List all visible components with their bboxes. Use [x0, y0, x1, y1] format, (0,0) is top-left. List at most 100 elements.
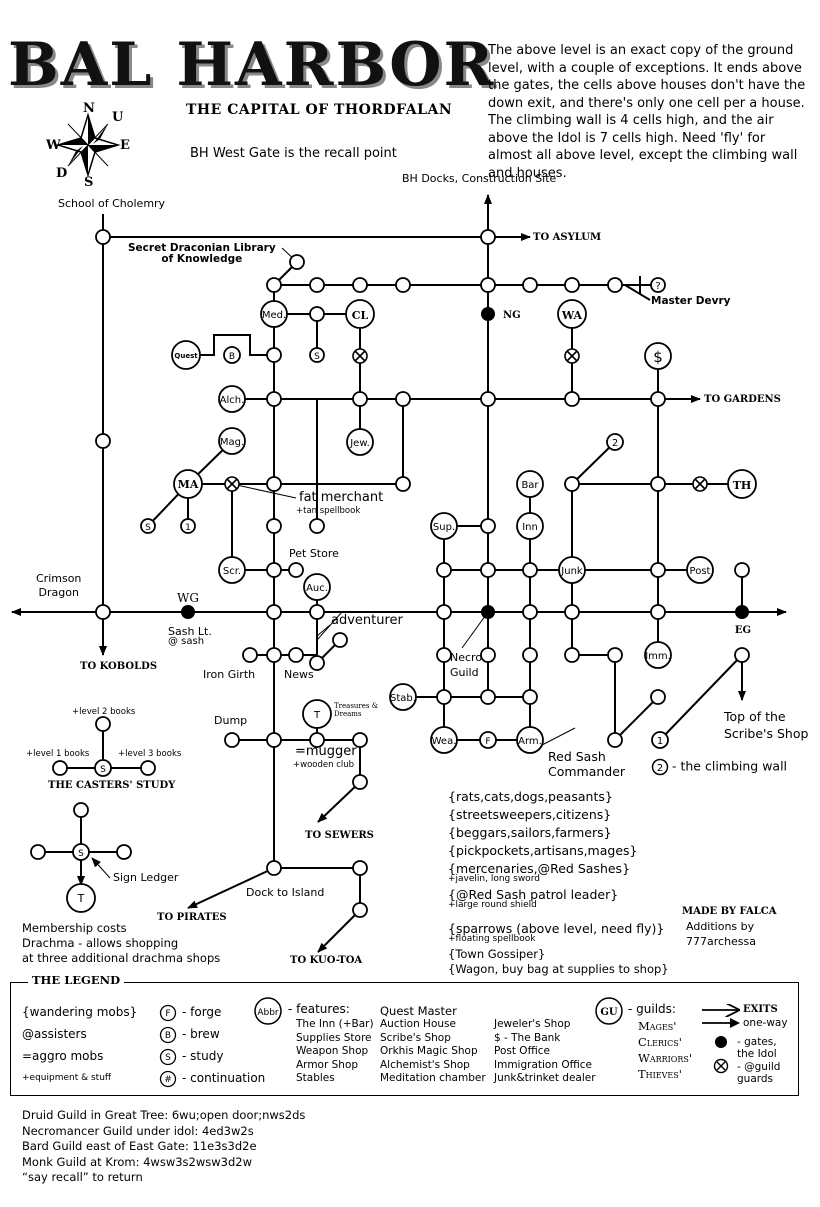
map-node: [309, 518, 325, 534]
legend-one-way: one-way: [743, 1017, 788, 1029]
svg-text:GU: GU: [600, 1007, 618, 1018]
level1-label: +level 1 books: [26, 749, 90, 759]
feature-item: Weapon Shop: [296, 1045, 369, 1057]
at-sash-label: @ sash: [168, 636, 205, 647]
top-scribe-label: Top of the Scribe's Shop: [724, 709, 809, 741]
map-node: [224, 732, 240, 748]
map-node: [430, 512, 458, 540]
node-one: 1: [185, 523, 191, 533]
map-node: [650, 277, 666, 293]
map-node: [242, 647, 258, 663]
map-node: [260, 300, 288, 328]
feature-item: Supplies Store: [296, 1031, 372, 1044]
gate-markers: [181, 307, 749, 619]
map-node: [266, 518, 282, 534]
map-node: [607, 732, 623, 748]
map-node: [66, 883, 96, 913]
map-node: [309, 277, 325, 293]
node-study: S: [314, 352, 320, 362]
feature-col-2: Auction House Scribe's Shop Orkhis Magic…: [380, 1018, 486, 1086]
map-subtitle: THE CAPITAL OF THORDFALAN: [186, 102, 453, 118]
feature-item: Stables: [296, 1072, 335, 1084]
node-junk: Junk: [560, 566, 583, 577]
map-node: [95, 433, 111, 449]
crimson-dragon-label: Crimson Dragon: [36, 572, 82, 599]
node-ma: MA: [178, 478, 199, 491]
direction-line: Monk Guild at Krom: 4wsw3s2wsw3d2w: [22, 1154, 252, 1169]
map-node: [606, 433, 624, 451]
map-node: [558, 556, 586, 584]
node-wea: Wea.: [432, 736, 457, 747]
map-node: [218, 427, 246, 455]
legend-gates: - gates, the Idol: [737, 1036, 777, 1060]
map-node: [644, 342, 672, 370]
school-label: School of Cholemry: [58, 197, 166, 210]
map-node: [72, 843, 90, 861]
legend-continuation: - continuation: [182, 1071, 266, 1085]
map-node: [266, 732, 282, 748]
direction-line: Bard Guild east of East Gate: 11e3s3d2e: [22, 1139, 257, 1153]
map-node: [95, 716, 111, 732]
node-scr: Scr.: [223, 566, 241, 577]
map-node: [352, 902, 368, 918]
node-stab: Stab.: [390, 693, 416, 704]
node-question: ?: [655, 281, 660, 292]
map-node: [516, 470, 544, 498]
map-node: [479, 731, 497, 749]
map-node: [116, 844, 132, 860]
map-node: [303, 573, 331, 601]
mugger-label: =mugger: [295, 744, 357, 759]
dump-label: Dump: [214, 714, 248, 727]
feature-col-3: Jeweler's Shop $ - The Bank Post Office …: [494, 1018, 596, 1086]
map-node: [73, 802, 89, 818]
mob-entry: {sparrows (above level, need fly)}: [448, 921, 665, 936]
map-node: [309, 655, 325, 671]
legend-guilds: - guilds:: [628, 1002, 676, 1016]
map-node: [266, 277, 282, 293]
red-sash-commander-label: Red Sash Commander: [548, 749, 626, 779]
map-node: [564, 647, 580, 663]
map-node: [173, 469, 203, 499]
node-med: Med.: [262, 310, 286, 321]
map-node: [564, 604, 580, 620]
map-node: [480, 562, 496, 578]
legend-equipment: +equipment & stuff: [22, 1073, 112, 1083]
map-node: [395, 391, 411, 407]
master-devry-label: Master Devry: [651, 295, 731, 307]
climbing-wall-legend: 2- the climbing wall: [651, 758, 787, 776]
map-node: [218, 385, 246, 413]
recall-note: BH West Gate is the recall point: [190, 146, 397, 161]
mob-entry: {streetsweepers,citizens}: [448, 807, 612, 822]
to-asylum-label: TO ASYLUM: [533, 232, 602, 243]
feature-item: Orkhis Magic Shop: [380, 1045, 478, 1057]
mob-entry: {Town Gossiper}: [448, 947, 546, 961]
compass-rose-icon: N U E W D S: [45, 101, 130, 190]
level3-label: +level 3 books: [118, 749, 182, 759]
map-node: [480, 518, 496, 534]
sign-ledger-label: Sign Ledger: [113, 871, 179, 884]
legend-box: [10, 982, 799, 1096]
map-node: [436, 604, 452, 620]
library-label: Secret Draconian Library of Knowledge: [128, 242, 276, 265]
map-node: [266, 647, 282, 663]
mob-entry: {beggars,sailors,farmers}: [448, 825, 612, 840]
feature-col-1: The Inn (+Bar) Supplies Store Weapon Sho…: [296, 1018, 374, 1086]
legend-quest-master: Quest Master: [380, 1004, 457, 1018]
intro-text: The above level is an exact copy of the …: [488, 43, 806, 181]
map-node: [395, 277, 411, 293]
feature-item: $ - The Bank: [494, 1031, 561, 1044]
map-node: [288, 647, 304, 663]
map-node: [522, 604, 538, 620]
node-jew: Jew.: [349, 438, 370, 449]
node-mag: Mag.: [220, 437, 244, 448]
node-treasures: T: [313, 710, 321, 721]
node-one-2: 1: [657, 736, 663, 747]
node-study-2: S: [145, 523, 151, 533]
map-node: [516, 512, 544, 540]
map-node: [522, 277, 538, 293]
map-node: [607, 277, 623, 293]
node-bar: Bar: [521, 480, 539, 491]
membership-line: at three additional drachma shops: [22, 951, 221, 965]
node-labels: NG WG EG Med. CL WA Quest B Alch. Jew. M…: [77, 281, 752, 905]
legend-icons: F B S #: [159, 1004, 177, 1088]
